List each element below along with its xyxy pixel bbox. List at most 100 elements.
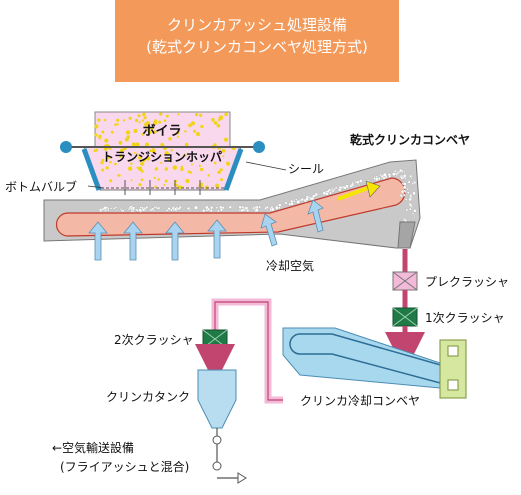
- ash-particle: [140, 178, 144, 181]
- ash-particle: [176, 135, 179, 138]
- ash-particle: [195, 131, 201, 137]
- ash-particle: [109, 207, 113, 210]
- air-arrow-6: [307, 199, 324, 233]
- secondary-crusher-label: 2次クラッシャ: [114, 333, 194, 347]
- ash-particle: [160, 161, 163, 164]
- ash-particle: [154, 119, 157, 123]
- ash-particle: [406, 187, 409, 191]
- ash-particle: [405, 208, 409, 212]
- cooling-conveyor-label: クリンカ冷却コンベヤ: [300, 394, 420, 408]
- left-seal: [81, 148, 102, 191]
- ash-particle: [164, 179, 168, 183]
- ash-particle: [409, 203, 413, 207]
- ash-particle: [190, 163, 193, 166]
- ash-particle: [219, 168, 223, 172]
- ash-particle: [265, 205, 269, 209]
- ash-particle: [408, 197, 412, 202]
- ash-particle: [185, 178, 190, 184]
- ash-particle: [410, 176, 413, 180]
- ash-particle: [151, 207, 154, 211]
- ash-particle: [258, 205, 261, 209]
- ash-particle: [144, 122, 149, 127]
- ash-particle: [326, 189, 330, 194]
- ash-particle: [404, 198, 408, 201]
- ash-particle: [94, 124, 99, 129]
- ash-particle: [154, 167, 159, 171]
- ash-bed: [99, 168, 417, 224]
- right-support-node: [253, 141, 265, 153]
- cooling-air-arrows: [88, 199, 324, 261]
- ash-particle: [184, 142, 189, 147]
- ash-particle: [141, 133, 145, 136]
- ash-particle: [95, 148, 99, 152]
- ash-particle: [409, 207, 412, 211]
- ash-particle: [105, 166, 109, 170]
- air-arrow-1: [88, 221, 108, 261]
- ash-particle: [215, 183, 220, 188]
- ash-particle: [238, 205, 242, 209]
- ash-particle: [190, 121, 195, 126]
- air-arrow-3: [165, 221, 185, 261]
- ash-particle: [167, 207, 171, 211]
- ash-particle: [135, 118, 139, 123]
- ash-particle: [403, 193, 406, 197]
- material-flow-arrowhead: [365, 180, 381, 198]
- ash-particle: [132, 208, 135, 211]
- motor-part-bottom: [447, 379, 459, 391]
- ash-particle: [213, 143, 217, 147]
- air-line-arrow: [237, 472, 247, 484]
- ash-particle: [122, 119, 126, 122]
- ash-particle: [382, 172, 387, 177]
- ash-particle: [377, 177, 381, 180]
- air-arrow-5: [260, 213, 278, 247]
- transition-hopper-label: トランジションホッパ: [102, 150, 222, 164]
- ash-particle: [138, 183, 142, 187]
- ash-particle: [164, 151, 169, 156]
- ash-particle: [398, 168, 403, 173]
- ash-particle: [118, 140, 123, 145]
- ash-particle: [128, 116, 132, 120]
- ash-particle: [145, 206, 149, 209]
- ash-particle: [138, 208, 143, 213]
- ash-particle: [140, 169, 144, 173]
- ash-particle: [356, 180, 360, 185]
- ash-particle: [177, 113, 180, 116]
- clinker-tank: [197, 369, 237, 429]
- bottom-valve-leader: [87, 185, 105, 189]
- air-transport-label: ←空気輸送設備: [52, 440, 134, 455]
- ash-particle: [412, 191, 416, 196]
- ash-particle: [195, 113, 199, 117]
- primary-crusher-x2: [392, 307, 418, 327]
- ash-particle: [200, 124, 204, 129]
- ash-particle: [202, 208, 206, 213]
- return-pipe-edge: [214, 301, 283, 401]
- ash-particle: [300, 198, 304, 202]
- ash-particle: [109, 161, 112, 164]
- ash-particle: [130, 179, 133, 182]
- ash-particle: [240, 208, 244, 212]
- ash-particle: [188, 123, 192, 128]
- boiler-hopper: ボイラ トランジションホッパ: [60, 111, 265, 195]
- ash-particle: [359, 179, 363, 183]
- ash-particle: [358, 183, 361, 187]
- ash-particle: [158, 120, 162, 124]
- dry-conveyor-label: 乾式クリンカコンベヤ: [350, 132, 470, 147]
- ash-particle: [101, 130, 105, 134]
- ash-particle: [216, 124, 221, 128]
- motor-part-top: [447, 345, 459, 357]
- ash-particle: [105, 206, 109, 210]
- ash-particle: [176, 131, 180, 135]
- ash-particle: [177, 185, 182, 190]
- ash-particle: [221, 149, 226, 153]
- ash-particle: [116, 123, 119, 126]
- clinker-tank-assembly: [197, 369, 247, 484]
- ash-particle: [411, 182, 414, 185]
- ash-particle: [217, 170, 221, 174]
- ash-particle: [217, 209, 220, 213]
- cooling-air-label: 冷却空気: [266, 258, 314, 273]
- ash-particle: [278, 206, 281, 210]
- ash-particle: [184, 130, 187, 133]
- ash-particle: [402, 189, 406, 193]
- ash-particle: [198, 164, 201, 167]
